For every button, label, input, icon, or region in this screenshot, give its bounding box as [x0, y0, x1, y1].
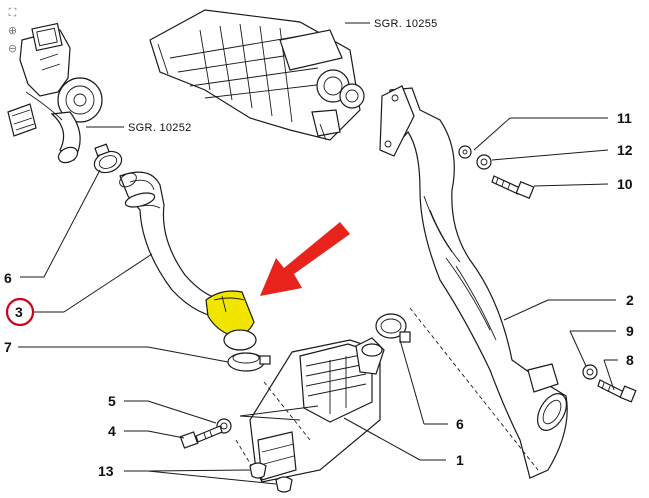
washer-9[interactable]: [582, 364, 598, 380]
intercooler[interactable]: [249, 337, 385, 483]
callouts: 6 3 7 5 4 13 1 6 2 9 8 11 12 10: [4, 110, 634, 479]
callout-8[interactable]: 8: [626, 352, 634, 368]
zoom-out-icon[interactable]: ⊖: [7, 42, 18, 55]
callout-7[interactable]: 7: [4, 339, 12, 355]
callout-2[interactable]: 2: [626, 292, 634, 308]
bolt-8[interactable]: [597, 379, 637, 403]
callout-3[interactable]: 3: [15, 304, 23, 320]
pointer-arrow: [260, 222, 350, 296]
turbo-reference[interactable]: SGR. 10252: [86, 122, 192, 134]
grommet-13b[interactable]: [275, 476, 293, 493]
zoom-in-icon[interactable]: ⊕: [7, 24, 18, 37]
hose-clamp-intercooler[interactable]: [375, 313, 411, 343]
intercooler-outlet-pipe[interactable]: [379, 85, 572, 479]
hose-clamp-upper[interactable]: [91, 143, 124, 176]
callout-10[interactable]: 10: [617, 176, 633, 192]
callout-6-right[interactable]: 6: [456, 416, 464, 432]
hose-clamp-lower[interactable]: [227, 352, 271, 372]
callout-11[interactable]: 11: [617, 110, 632, 126]
callout-5[interactable]: 5: [108, 393, 116, 409]
turbocharger-assembly[interactable]: [7, 22, 103, 166]
intercooler-inlet-hose[interactable]: [117, 170, 233, 319]
turbo-reference-label: SGR. 10252: [128, 122, 192, 134]
washer-12[interactable]: [476, 154, 492, 170]
bolt-10[interactable]: [491, 175, 535, 199]
callout-12[interactable]: 12: [617, 142, 633, 158]
highlight-ring: [5, 297, 35, 327]
callout-1[interactable]: 1: [456, 452, 464, 468]
leader-lines: [18, 117, 618, 485]
callout-13[interactable]: 13: [98, 463, 114, 479]
manifold-reference-label: SGR. 10255: [374, 18, 438, 30]
manifold-reference[interactable]: SGR. 10255: [345, 18, 438, 30]
washer-11[interactable]: [458, 145, 472, 159]
callout-9[interactable]: 9: [626, 323, 634, 339]
callout-4[interactable]: 4: [108, 423, 116, 439]
intake-manifold-assembly[interactable]: [149, 9, 365, 141]
grommet-13a[interactable]: [249, 462, 267, 479]
callout-6-left[interactable]: 6: [4, 270, 12, 286]
fit-view-icon[interactable]: ⛶: [8, 6, 17, 19]
bolt-4[interactable]: [179, 425, 223, 449]
highlighted-part-3[interactable]: [205, 290, 257, 351]
